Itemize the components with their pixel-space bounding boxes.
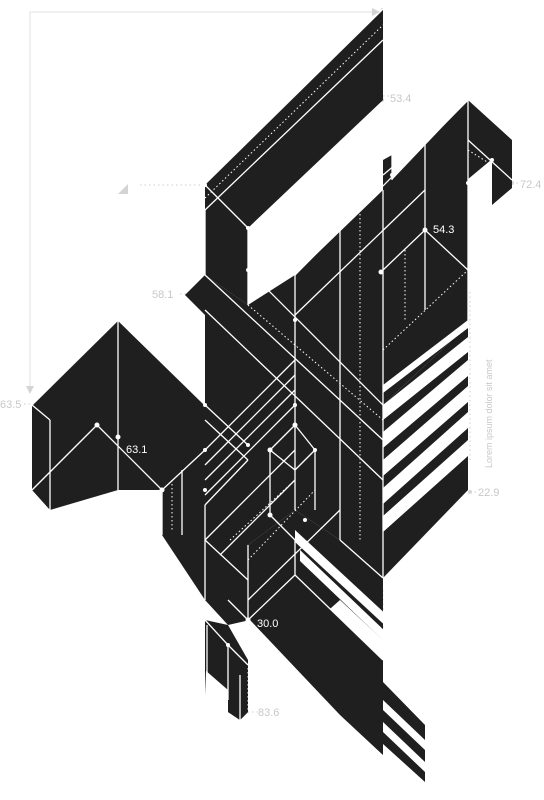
label-53-4: 53.4 — [390, 93, 411, 105]
value-labels: 53.4 72.4 54.3 58.1 63.5 63.1 22.9 30.0 … — [0, 93, 541, 719]
label-72-4: 72.4 — [520, 179, 541, 191]
lower-slab — [250, 575, 383, 755]
black-mass — [32, 10, 512, 790]
left-apex — [185, 275, 205, 315]
label-22-9: 22.9 — [478, 487, 499, 499]
central-block — [205, 100, 512, 578]
side-caption: Lorem ipsum dolor sit amet — [484, 359, 494, 468]
foot-lower — [205, 640, 248, 720]
label-54-3: 54.3 — [433, 224, 454, 236]
label-83-6: 83.6 — [258, 707, 279, 719]
linework — [31, 24, 513, 720]
label-63-1: 63.1 — [126, 444, 147, 456]
upper-diagonal-slab — [205, 10, 383, 305]
label-30-0: 30.0 — [257, 618, 278, 630]
stripes — [295, 320, 468, 792]
lower-fin — [383, 682, 425, 790]
vertex-dots — [94, 158, 494, 647]
label-58-1: 58.1 — [152, 289, 173, 301]
label-63-5: 63.5 — [0, 399, 21, 411]
